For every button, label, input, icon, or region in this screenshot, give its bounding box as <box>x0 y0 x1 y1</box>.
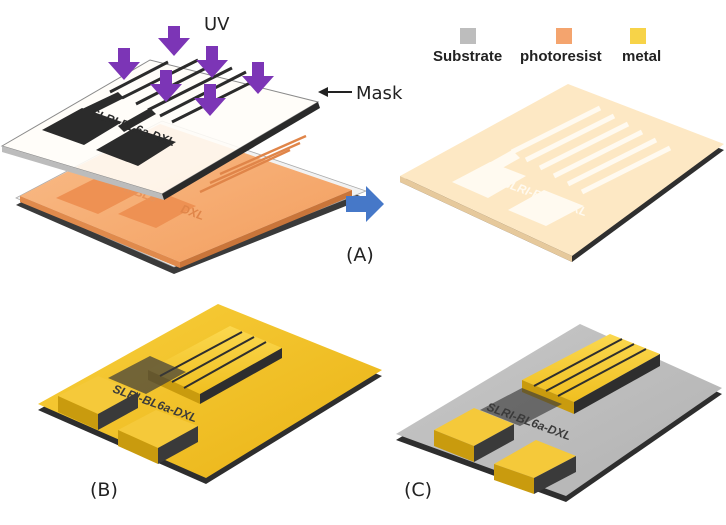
uv-arrow <box>150 70 182 102</box>
legend-label-substrate: Substrate <box>433 48 502 65</box>
legend-swatch-substrate <box>460 28 476 44</box>
legend-label-metal: metal <box>622 48 661 65</box>
exposed-pattern <box>452 150 584 226</box>
panel-a-exposure: SLRI-BL6 DXL SLRI-BL6a-DXL <box>0 14 403 274</box>
panel-c-liftoff: SLRI-BL6a-DXL <box>396 324 722 502</box>
uv-arrow <box>158 26 190 56</box>
legend-swatch-photoresist <box>556 28 572 44</box>
panel-b-metal: SLRI-BL6a-DXL <box>38 304 382 484</box>
step-label-c: (C) <box>404 479 432 501</box>
legend: Substrate photoresist metal <box>433 28 661 65</box>
legend-swatch-metal <box>630 28 646 44</box>
uv-arrow <box>194 84 226 116</box>
liftoff-fingers <box>522 334 660 414</box>
legend-label-photoresist: photoresist <box>520 48 602 65</box>
metal-fingers <box>148 326 282 404</box>
exposed-fingers <box>510 105 672 195</box>
step-label-b: (B) <box>90 479 118 501</box>
uv-arrow <box>242 62 274 94</box>
mask-label: Mask <box>356 83 403 104</box>
uv-arrow <box>108 48 140 80</box>
uv-label: UV <box>204 14 230 35</box>
panel-a-result: SLRI-BL6a-DXL <box>400 84 724 262</box>
step-label-a: (A) <box>346 244 374 266</box>
process-arrow <box>346 186 384 222</box>
mask-pattern <box>42 92 176 166</box>
mask-pointer-arrowhead <box>318 87 328 97</box>
uv-arrow <box>196 46 228 78</box>
uv-arrows <box>108 26 274 116</box>
